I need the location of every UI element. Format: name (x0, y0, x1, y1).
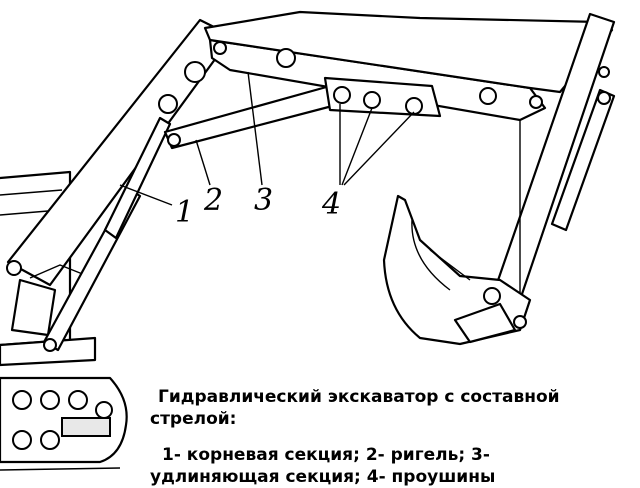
lugs (323, 76, 442, 118)
callout-leaders (119, 71, 415, 206)
stick-arm (492, 12, 616, 302)
callout-4: 4 (322, 187, 342, 222)
boom-cylinder (42, 116, 172, 352)
caption-title: Гидравлический экскаватор с составной ст… (150, 387, 560, 429)
root-section (6, 18, 234, 337)
bucket (382, 194, 532, 346)
caption: Гидравлический экскаватор с составной ст… (150, 386, 620, 488)
callout-2: 2 (204, 183, 224, 218)
crossbar-rigel (163, 84, 342, 150)
crawler-track (0, 376, 128, 471)
caption-legend: 1- корневая секция; 2- ригель; 3- удлиня… (150, 445, 496, 487)
callout-1: 1 (175, 195, 195, 230)
callout-3: 3 (254, 183, 274, 218)
